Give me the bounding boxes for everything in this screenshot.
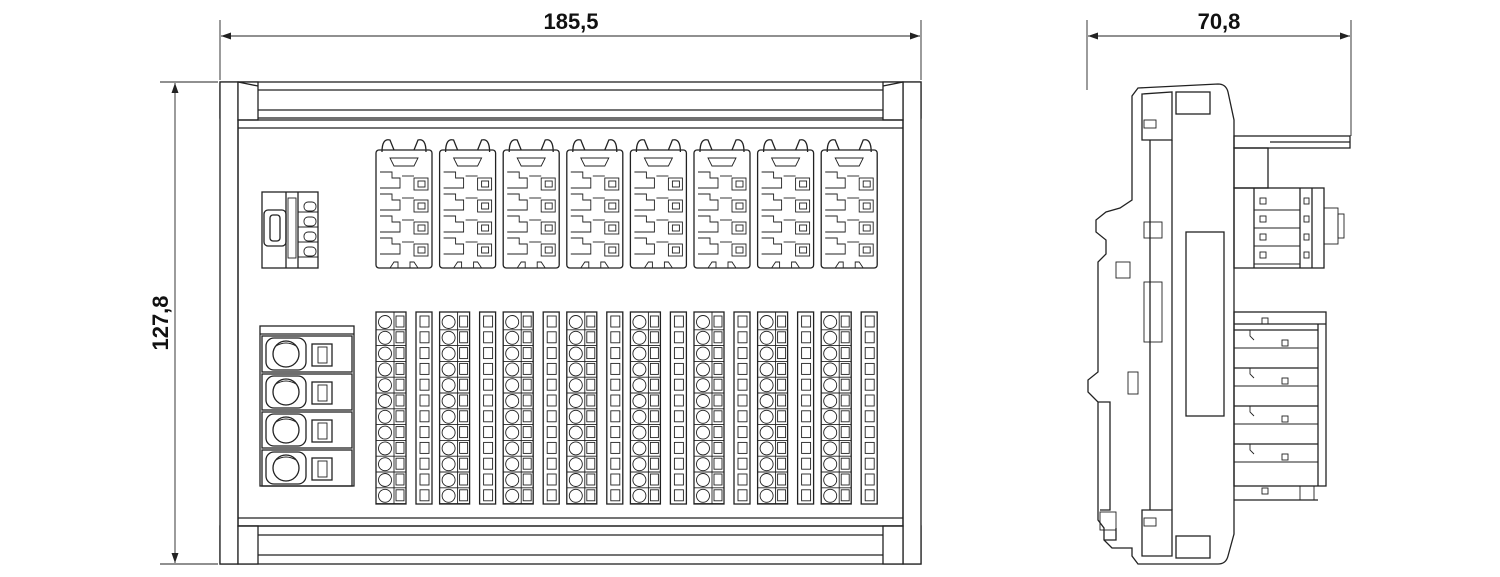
- terminal-column-row: [375, 311, 878, 505]
- terminal-column: [693, 311, 751, 505]
- side-terminals: [1233, 311, 1327, 501]
- dimension-label-depth: 70,8: [1198, 9, 1241, 34]
- connector-module: [820, 139, 878, 269]
- connector-module-row: [375, 139, 878, 269]
- power-terminal: [261, 373, 353, 411]
- dimension-width-front: 185,5: [219, 9, 922, 80]
- dimension-label-width: 185,5: [543, 9, 598, 34]
- dimension-depth-side: 70,8: [1086, 9, 1352, 136]
- top-rail: [219, 81, 922, 119]
- connector-module: [756, 139, 815, 269]
- terminal-column: [566, 311, 624, 505]
- connector-module: [693, 139, 751, 269]
- terminal-column: [820, 311, 878, 505]
- terminal-column: [375, 311, 433, 505]
- bottom-rail: [219, 525, 922, 565]
- dimension-label-height: 127,8: [148, 295, 173, 350]
- signal-connector: [261, 191, 319, 269]
- side-connector: [1233, 135, 1351, 269]
- side-view: [1087, 83, 1351, 565]
- connector-module: [375, 139, 433, 269]
- right-end-bracket: [902, 81, 922, 565]
- terminal-column: [756, 311, 815, 505]
- housing-profile: [1087, 83, 1235, 565]
- terminal-column: [438, 311, 497, 505]
- front-view: [219, 81, 922, 565]
- connector-module: [566, 139, 624, 269]
- power-terminal: [261, 411, 353, 449]
- power-terminal-block: [259, 325, 355, 487]
- label-window: [1185, 231, 1225, 417]
- left-end-bracket: [219, 81, 239, 565]
- terminal-column: [629, 311, 688, 505]
- power-terminal: [261, 449, 353, 487]
- terminal-column: [502, 311, 560, 505]
- module-board: [237, 119, 904, 527]
- power-terminal: [261, 335, 353, 373]
- connector-module: [438, 139, 497, 269]
- dimension-height-front: 127,8: [148, 81, 218, 565]
- connector-module: [502, 139, 560, 269]
- connector-module: [629, 139, 688, 269]
